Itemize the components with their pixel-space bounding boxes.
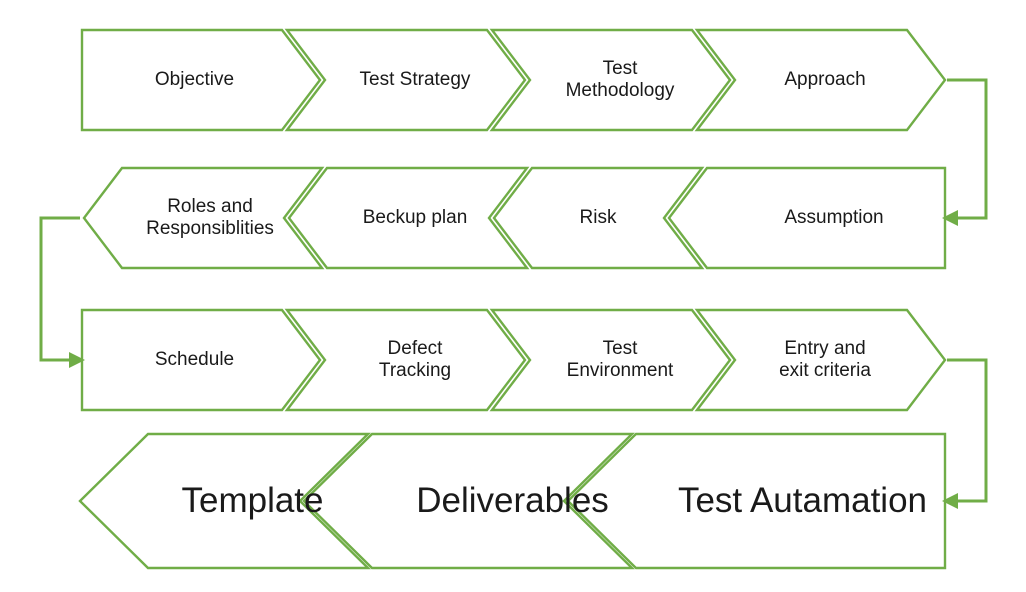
chevron-row1-step3[interactable]	[489, 28, 732, 132]
row-1-group	[80, 28, 947, 132]
chevron-row4-step3[interactable]	[566, 432, 947, 570]
connector-row2-to-row3	[39, 216, 85, 368]
chevron-row2-step2[interactable]	[287, 166, 530, 270]
row-4-group	[78, 432, 947, 570]
connector-row3-to-row4	[942, 358, 988, 509]
chevron-row1-step2[interactable]	[284, 28, 527, 132]
chevron-row3-step3[interactable]	[489, 308, 732, 412]
connector-row1-to-row2	[942, 78, 988, 226]
chevron-row3-step1[interactable]	[80, 308, 322, 412]
chevron-row1-step4[interactable]	[694, 28, 947, 132]
chevron-row3-step4[interactable]	[694, 308, 947, 412]
row-2-group	[82, 166, 947, 270]
chevron-row2-step3[interactable]	[492, 166, 705, 270]
chevron-row4-step2[interactable]	[302, 432, 635, 570]
chevron-row1-step1[interactable]	[80, 28, 322, 132]
chevron-row4-step1[interactable]	[78, 432, 371, 570]
chevron-row3-step2[interactable]	[284, 308, 527, 412]
chevron-row2-step4[interactable]	[667, 166, 947, 270]
chevron-row2-step1[interactable]	[82, 166, 325, 270]
row-3-group	[80, 308, 947, 412]
